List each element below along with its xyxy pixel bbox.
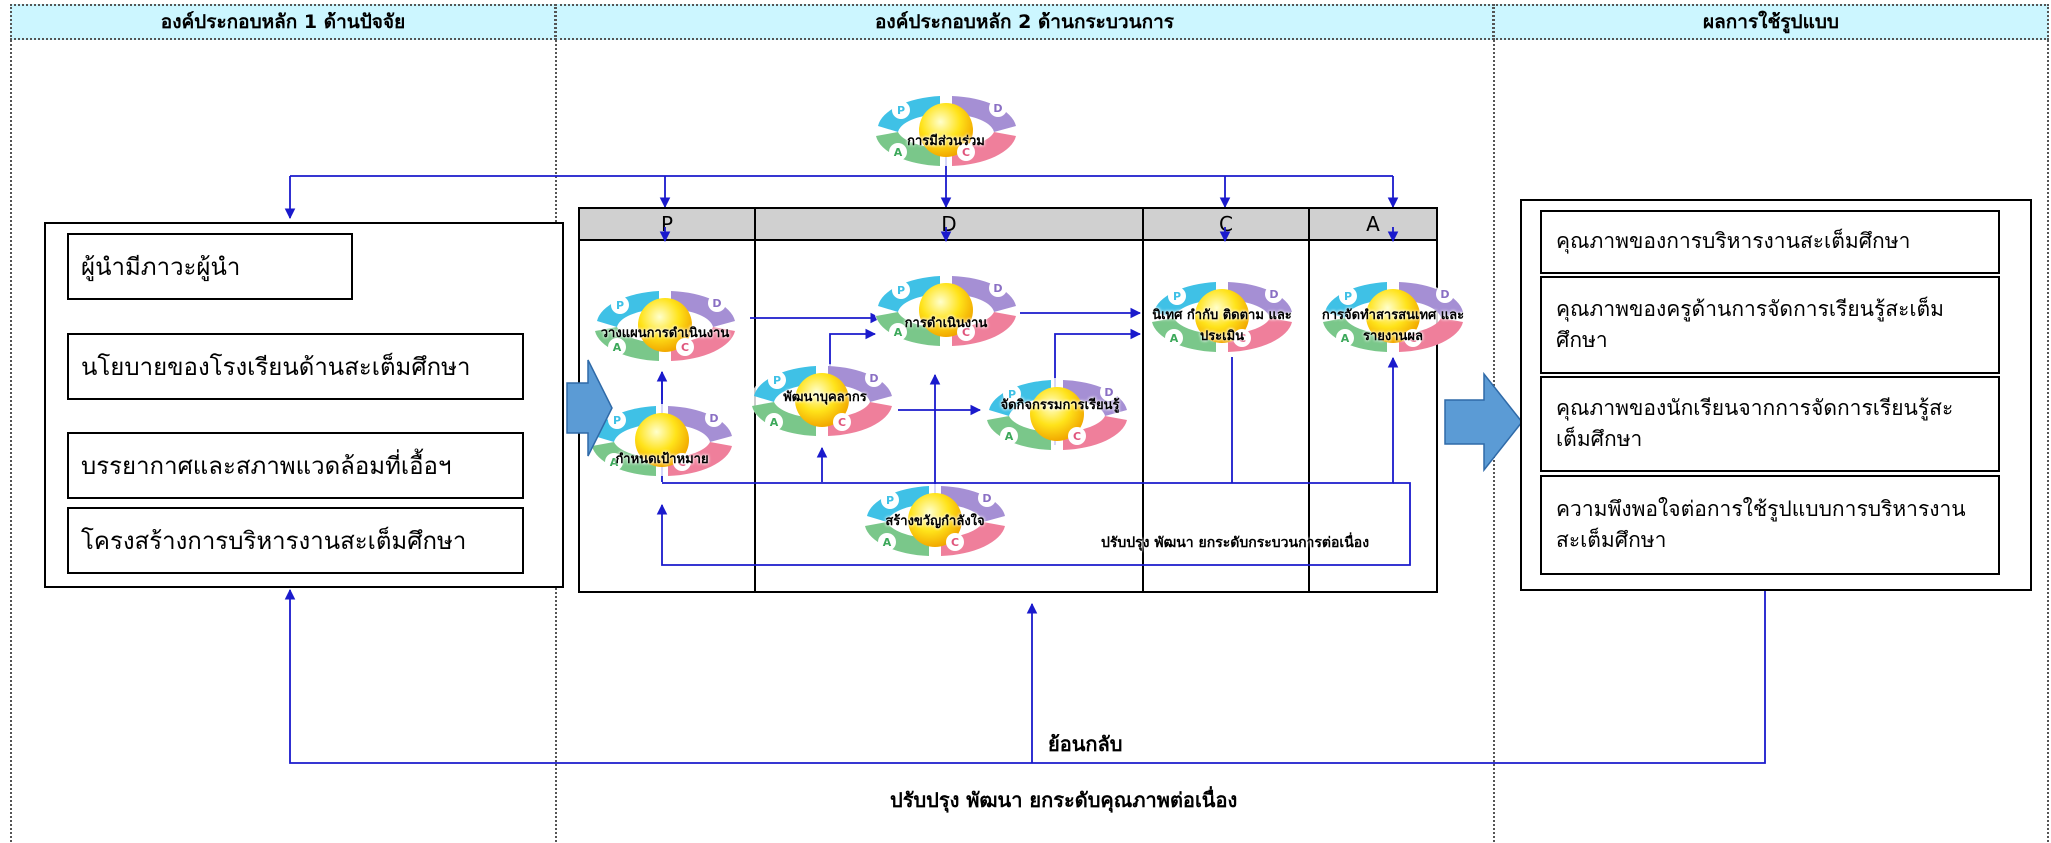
- cycle-supervise-label: นิเทศ กำกับ ติดตาม และประเมิน: [1152, 308, 1292, 344]
- outcome-student-quality: คุณภาพของนักเรียนจากการจัดการเรียนรู้สะเ…: [1540, 376, 2000, 472]
- cycle-target-label: กำหนดเป้าหมาย: [615, 452, 709, 467]
- cycle-morale-label: สร้างขวัญกำลังใจ: [885, 514, 985, 529]
- cycle-plan-label: วางแผนการดำเนินงาน: [600, 326, 730, 341]
- process-table-header-bar: [580, 209, 1436, 241]
- table-divider-dc: [1142, 209, 1144, 591]
- cycle-develop-staff-label: พัฒนาบุคลากร: [783, 390, 867, 405]
- outcome-teacher-quality: คุณภาพของครูด้านการจัดการเรียนรู้สะเต็มศ…: [1540, 276, 2000, 374]
- column-c: C: [1219, 212, 1233, 236]
- header-process: องค์ประกอบหลัก 2 ด้านกระบวนการ: [555, 4, 1494, 40]
- cycle-participation-label: การมีส่วนร่วม: [907, 134, 985, 149]
- divider-left: [10, 4, 12, 842]
- column-p: P: [660, 212, 674, 236]
- factor-environment: บรรยากาศและสภาพแวดล้อมที่เอื้อฯ: [67, 432, 524, 499]
- header-results: ผลการใช้รูปแบบ: [1493, 4, 2049, 40]
- cycle-activities-label: จัดกิจกรรมการเรียนรู้: [1000, 398, 1120, 413]
- big-right-arrow-icon: [1444, 372, 1523, 472]
- factor-leadership: ผู้นำมีภาวะผู้นำ: [67, 233, 353, 300]
- outcome-management-quality: คุณภาพของการบริหารงานสะเต็มศึกษา: [1540, 210, 2000, 274]
- bottom-improvement-note: ปรับปรุง พัฒนา ยกระดับคุณภาพต่อเนื่อง: [890, 788, 1238, 812]
- column-a: A: [1366, 212, 1380, 236]
- factor-policy: นโยบายของโรงเรียนด้านสะเต็มศึกษา: [67, 333, 524, 400]
- process-improvement-note: ปรับปรุง พัฒนา ยกระดับกระบวนการต่อเนื่อง: [1100, 535, 1370, 551]
- pdca-cycle-icon: [874, 274, 1018, 346]
- cycle-report-label: การจัดทำสารสนเทศ และรายงานผล: [1321, 308, 1465, 344]
- divider-right: [2047, 4, 2049, 842]
- factor-structure: โครงสร้างการบริหารงานสะเต็มศึกษา: [67, 507, 524, 574]
- header-factors: องค์ประกอบหลัก 1 ด้านปัจจัย: [10, 4, 556, 40]
- cycle-operate-label: การดำเนินงาน: [904, 316, 988, 331]
- big-right-arrow-icon: [566, 359, 613, 457]
- outcome-satisfaction: ความพึงพอใจต่อการใช้รูปแบบการบริหารงานสะ…: [1540, 475, 2000, 575]
- feedback-label: ย้อนกลับ: [1048, 732, 1123, 756]
- table-divider-ca: [1308, 209, 1310, 591]
